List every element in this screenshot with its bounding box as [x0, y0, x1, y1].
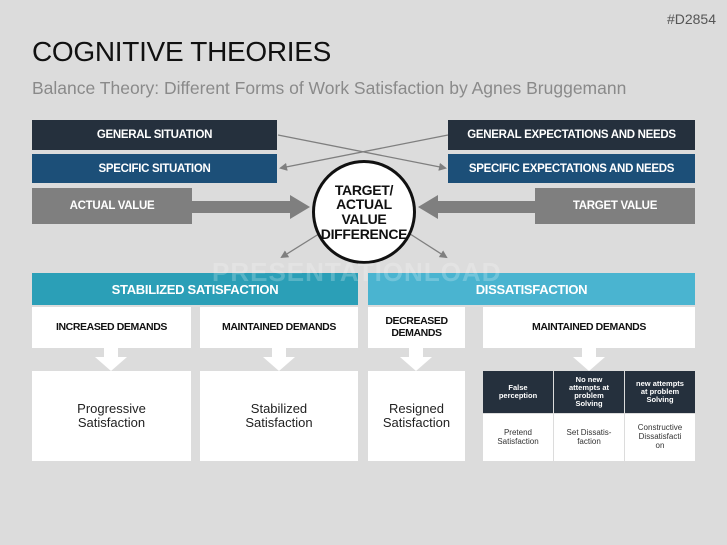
progressive-satisfaction-box: Progressive Satisfaction — [32, 371, 191, 461]
dissatisfaction-header: DISSATISFACTION — [368, 273, 695, 305]
sub-cell-3-line-2: Dissatisfacti — [638, 432, 682, 442]
arrow-to-stabilized — [280, 231, 323, 259]
sub-head-1-line-2: perception — [498, 391, 538, 400]
false-perception-header: False perception — [483, 371, 553, 413]
decreased-line-1: DECREASED — [385, 315, 448, 328]
slide-id: #D2854 — [666, 11, 716, 27]
sub-cell-3-line-1: Constructive — [637, 423, 683, 433]
progressive-line-2: Satisfaction — [77, 415, 146, 430]
down-arrow-3 — [400, 357, 432, 371]
sub-head-3-line-2: at problem — [640, 387, 680, 397]
resigned-line-2: Satisfaction — [382, 415, 451, 430]
down-arrow-1 — [95, 357, 127, 371]
sub-cell-1-line-1: Pretend — [503, 427, 532, 437]
sub-head-2-line-4: Solving — [575, 398, 603, 408]
sub-cell-2-line-1: Set Dissatis- — [566, 427, 612, 437]
decreased-line-2: DEMANDS — [391, 326, 442, 339]
actual-value-box: ACTUAL VALUE — [32, 188, 192, 224]
target-arrow-shaft — [436, 201, 536, 213]
stabilized-line-1: Stabilized — [250, 401, 308, 417]
sub-head-2-line-1: No new — [575, 375, 603, 385]
constructive-dissatisfaction-cell: Constructive Dissatisfacti on — [625, 414, 695, 461]
page-subtitle: Balance Theory: Different Forms of Work … — [32, 78, 627, 98]
center-line-1: TARGET/ — [334, 181, 394, 198]
resigned-line-1: Resigned — [389, 401, 444, 417]
arrow-to-dissatisfaction — [406, 231, 448, 259]
progressive-line-1: Progressive — [77, 401, 146, 417]
increased-demands-box: INCREASED DEMANDS — [32, 307, 191, 348]
decreased-demands-box: DECREASED DEMANDS — [368, 307, 465, 348]
specific-situation-box: SPECIFIC SITUATION — [32, 154, 277, 183]
target-value-box: TARGET VALUE — [535, 188, 695, 224]
sub-head-3-line-3: Solving — [646, 394, 674, 404]
sub-head-1-line-1: False — [508, 383, 528, 393]
specific-expectations-box: SPECIFIC EXPECTATIONS AND NEEDS — [448, 154, 695, 183]
stabilized-satisfaction-header: STABILIZED SATISFACTION — [32, 273, 358, 305]
maintained-demands-box-2: MAINTAINED DEMANDS — [483, 307, 695, 348]
target-arrow-head — [418, 195, 438, 219]
watermark: PRESENTATIONLOAD — [212, 257, 502, 287]
general-situation-box: GENERAL SITUATION — [32, 120, 277, 150]
no-new-attempts-header: No new attempts at problem Solving — [554, 371, 624, 413]
sub-cell-1-line-2: Satisfaction — [497, 436, 539, 446]
pretend-satisfaction-cell: Pretend Satisfaction — [483, 414, 553, 461]
actual-arrow-head — [290, 195, 310, 219]
sub-head-3-line-1: new attempts — [636, 379, 684, 389]
actual-arrow-shaft — [192, 201, 292, 213]
page-title: COGNITIVE THEORIES — [32, 36, 332, 67]
stabilized-satisfaction-box: Stabilized Satisfaction — [200, 371, 358, 461]
sub-cell-2-line-2: faction — [577, 436, 601, 446]
general-expectations-box: GENERAL EXPECTATIONS AND NEEDS — [448, 120, 695, 150]
cross-arrow-to-specific-situation — [279, 134, 449, 171]
center-line-3: VALUE — [341, 211, 387, 227]
sub-head-2-line-3: problem — [574, 391, 604, 400]
center-line-2: ACTUAL — [336, 196, 392, 213]
sub-head-2-line-2: attempts at — [568, 383, 609, 393]
target-actual-difference-circle: TARGET/ ACTUAL VALUE DIFFERENCE — [312, 160, 416, 264]
resigned-satisfaction-box: Resigned Satisfaction — [368, 371, 465, 461]
down-arrow-4 — [573, 357, 605, 371]
new-attempts-header: new attempts at problem Solving — [625, 371, 695, 413]
center-line-4: DIFFERENCE — [320, 225, 408, 242]
stabilized-line-2: Satisfaction — [245, 415, 313, 430]
down-arrow-2 — [263, 357, 295, 371]
maintained-demands-box-1: MAINTAINED DEMANDS — [200, 307, 358, 348]
sub-cell-3-line-3: on — [655, 440, 665, 450]
set-dissatisfaction-cell: Set Dissatis- faction — [554, 414, 624, 461]
